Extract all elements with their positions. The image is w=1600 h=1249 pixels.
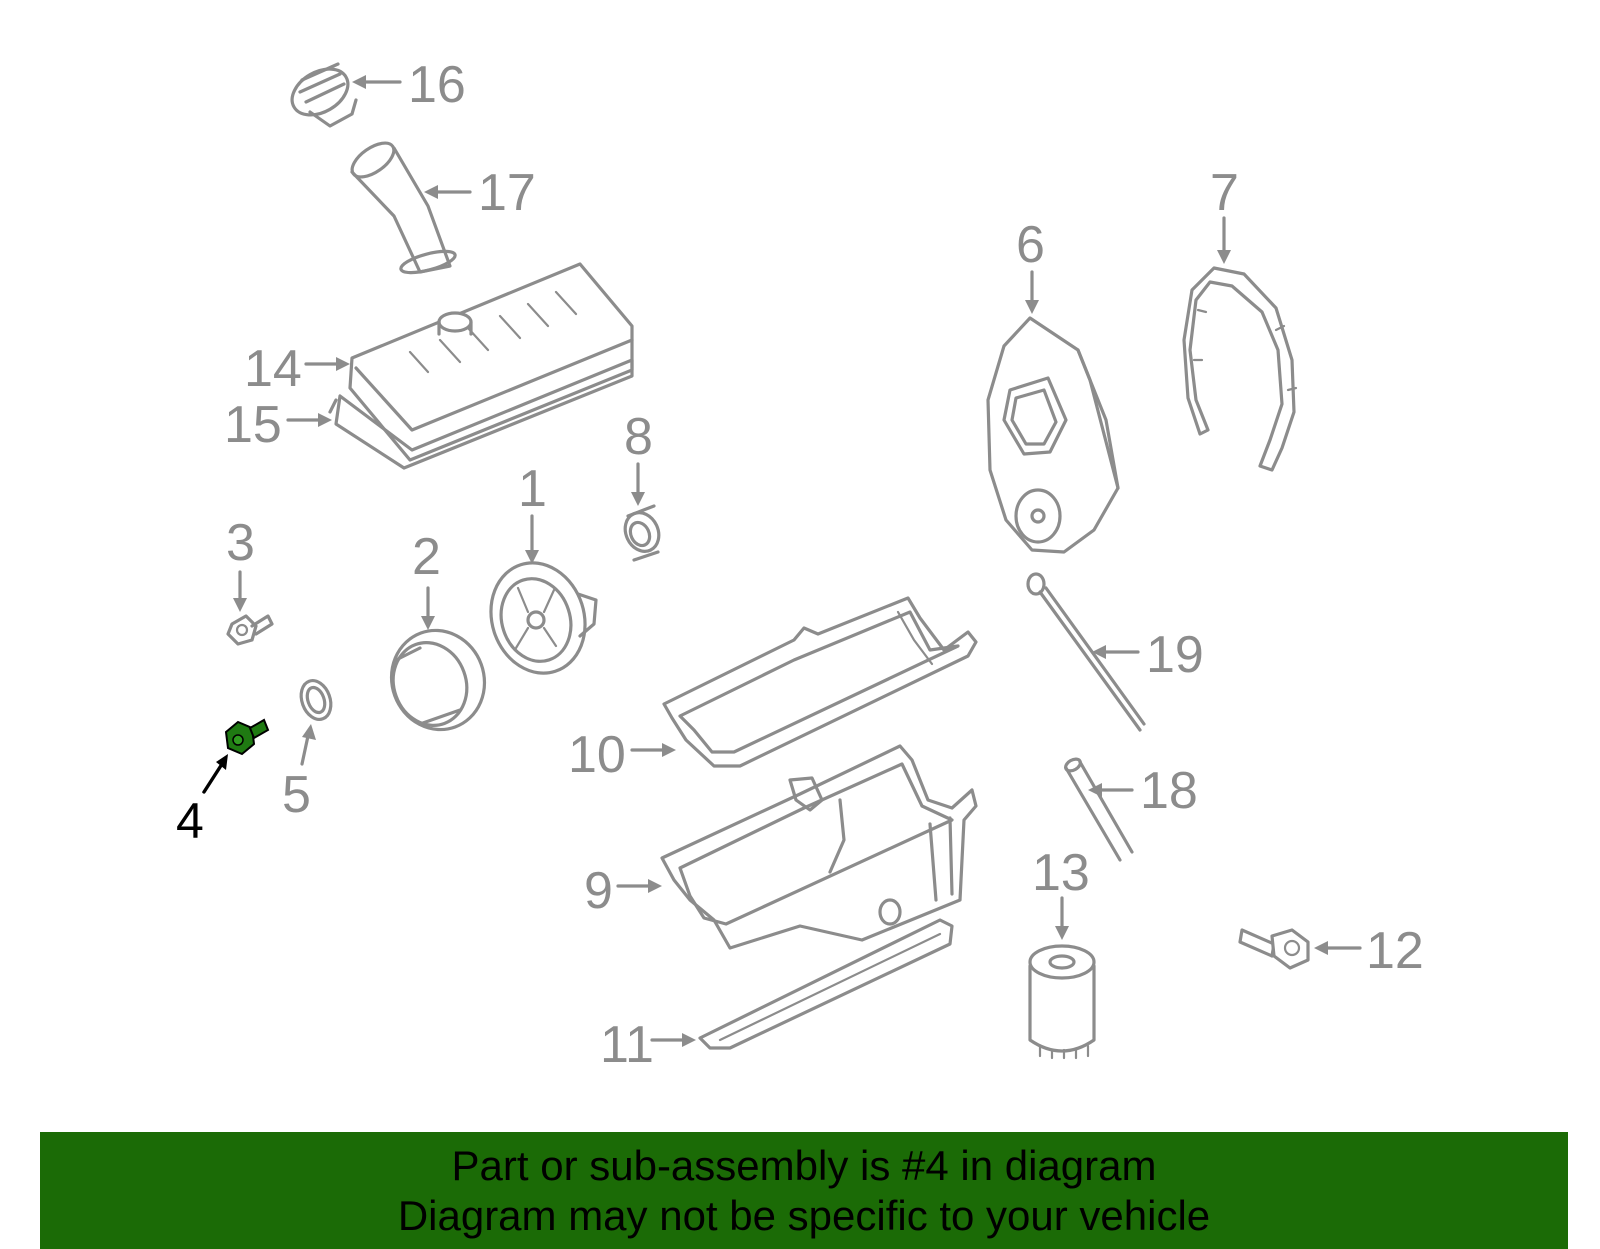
callout-2[interactable]: 2	[412, 528, 441, 586]
callout-11[interactable]: 11	[600, 1016, 654, 1074]
arrowhead-5	[302, 724, 316, 740]
part-7-timing-cover-gasket[interactable]	[1182, 266, 1298, 472]
part-19-dipstick[interactable]	[1026, 572, 1146, 732]
callout-13[interactable]: 13	[1032, 844, 1090, 902]
arrowhead-1	[525, 550, 539, 564]
part-6-timing-cover[interactable]	[986, 316, 1120, 554]
part-1-crankshaft-pulley[interactable]	[477, 551, 599, 686]
arrowhead-12	[1314, 941, 1328, 955]
callout-5[interactable]: 5	[282, 766, 311, 824]
banner-line-1: Part or sub-assembly is #4 in diagram	[451, 1141, 1157, 1189]
arrowhead-19	[1092, 645, 1106, 659]
part-8-crankshaft-seal[interactable]	[619, 504, 665, 562]
arrowhead-15	[318, 413, 332, 427]
arrowhead-2	[421, 616, 435, 630]
callout-16[interactable]: 16	[408, 56, 466, 114]
part-4-highlighted-bolt[interactable]	[224, 718, 270, 756]
part-10-oil-pan-gasket[interactable]	[662, 596, 978, 768]
part-9-oil-pan[interactable]	[660, 744, 978, 950]
callout-18[interactable]: 18	[1140, 762, 1198, 820]
arrowhead-3	[233, 598, 247, 612]
arrowhead-7	[1217, 250, 1231, 264]
callout-1[interactable]: 1	[518, 460, 547, 518]
part-14-valve-cover[interactable]	[348, 262, 634, 462]
callout-15[interactable]: 15	[224, 396, 282, 454]
exploded-parts-diagram: 16 17 14 15 1 2	[176, 56, 1424, 1074]
callout-4[interactable]: 4	[176, 793, 204, 849]
arrow-4	[202, 762, 224, 794]
callout-14[interactable]: 14	[244, 340, 302, 398]
info-banner: Part or sub-assembly is #4 in diagram Di…	[40, 1132, 1568, 1249]
part-2-harmonic-balancer[interactable]	[378, 617, 499, 742]
callout-7[interactable]: 7	[1210, 164, 1239, 222]
arrowhead-10	[662, 743, 676, 757]
callout-6[interactable]: 6	[1016, 216, 1045, 274]
part-17-oil-filler-tube[interactable]	[346, 136, 457, 277]
callout-9[interactable]: 9	[584, 862, 613, 920]
arrowhead-11	[682, 1033, 696, 1047]
arrowhead-6	[1025, 300, 1039, 314]
callout-12[interactable]: 12	[1366, 922, 1424, 980]
part-5-washer[interactable]	[296, 676, 336, 723]
arrowhead-16	[352, 75, 366, 89]
callout-17[interactable]: 17	[478, 164, 536, 222]
part-12-bolt[interactable]	[1238, 928, 1310, 970]
arrowhead-18	[1088, 783, 1102, 797]
part-15-valve-cover-gasket[interactable]	[328, 358, 634, 470]
arrowhead-8	[631, 492, 645, 506]
part-18-dipstick-tube[interactable]	[1064, 757, 1134, 862]
arrow-5	[300, 734, 310, 766]
banner-line-2: Diagram may not be specific to your vehi…	[397, 1191, 1211, 1239]
callout-3[interactable]: 3	[226, 514, 255, 572]
callout-10[interactable]: 10	[568, 726, 626, 784]
arrowhead-13	[1055, 926, 1069, 940]
arrowhead-17	[424, 185, 438, 199]
part-11-oil-pan-seal[interactable]	[698, 918, 954, 1050]
callout-8[interactable]: 8	[624, 408, 653, 466]
part-13-oil-filter[interactable]	[1028, 944, 1096, 1060]
part-16-oil-filler-cap[interactable]	[284, 60, 358, 128]
arrowhead-4	[216, 754, 228, 770]
arrowhead-9	[648, 879, 662, 893]
arrowhead-14	[336, 357, 350, 371]
part-3-bolt[interactable]	[226, 614, 274, 646]
callout-19[interactable]: 19	[1146, 626, 1204, 684]
